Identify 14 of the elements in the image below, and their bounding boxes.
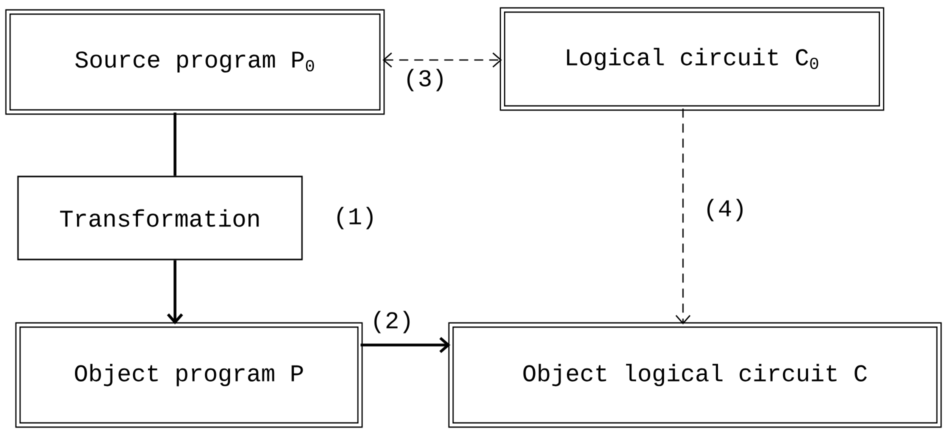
edge-label: (3) xyxy=(402,68,448,92)
edge-label: (4) xyxy=(702,198,748,222)
arrow xyxy=(166,260,184,324)
arrow xyxy=(676,108,690,324)
edge-label: (2) xyxy=(369,310,415,334)
program-box: Logical circuit C$_{0}$ xyxy=(500,7,884,111)
program-box: Source program P$_{0}$ xyxy=(5,9,385,115)
arrow xyxy=(360,336,450,354)
program-box: Object logical circuit C xyxy=(448,322,942,428)
step-number: (1) xyxy=(337,206,373,230)
connector-line xyxy=(174,112,176,176)
program-box: Transformation xyxy=(17,176,303,260)
arrow xyxy=(382,52,502,68)
program-box: Object program P xyxy=(15,322,363,428)
